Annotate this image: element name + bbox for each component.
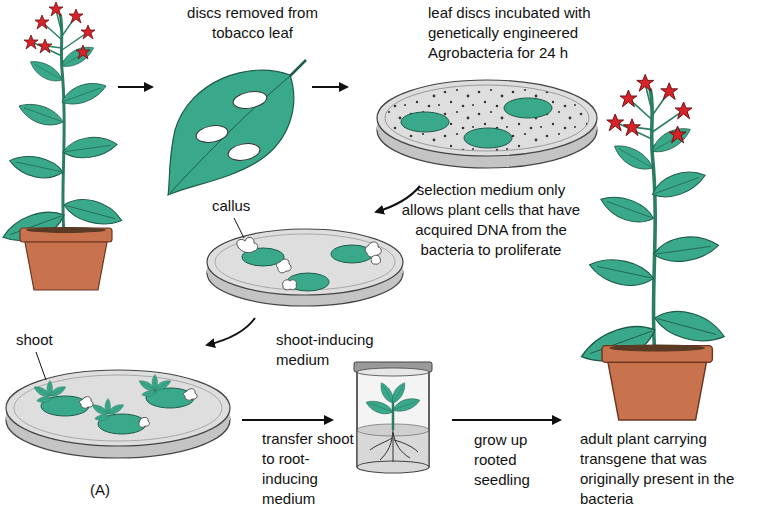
shoot-dish — [6, 370, 230, 458]
step-caption: selection medium only allows plant cells… — [400, 180, 582, 260]
tobacco-leaf — [168, 60, 306, 195]
step-caption: transfer shoot to root-inducing medium — [262, 429, 360, 509]
step-caption: adult plant carrying transgene that was … — [580, 429, 745, 509]
tobacco-plant — [0, 2, 125, 290]
part-label: shoot — [16, 330, 76, 350]
agrobacteria-dish — [377, 80, 597, 168]
part-label: callus — [212, 196, 272, 216]
step-caption: discs removed from tobacco leaf — [180, 3, 325, 43]
selection-dish — [207, 229, 403, 306]
root-jar — [354, 362, 432, 473]
panel-label: (A) — [90, 480, 130, 500]
step-caption: shoot-inducing medium — [276, 330, 388, 370]
leader-lines — [36, 218, 244, 380]
step-caption: leaf discs incubated with genetically en… — [428, 3, 623, 63]
adult-transgenic-plant — [577, 74, 728, 420]
step-caption: grow up rooted seedling — [474, 430, 544, 490]
